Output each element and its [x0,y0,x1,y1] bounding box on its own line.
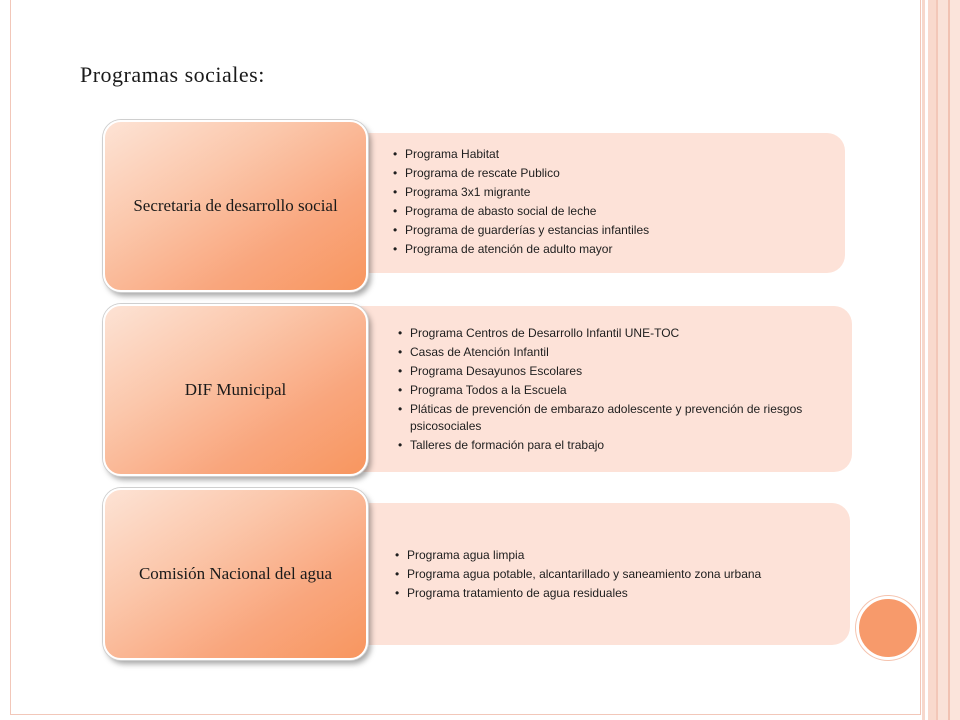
list-item: Programa Habitat [393,146,845,163]
label-conagua: Comisión Nacional del agua [103,488,368,660]
list-item: Talleres de formación para el trabajo [398,437,812,454]
list-item: Programa de abasto social de leche [393,203,845,220]
panel-conagua: Programa agua limpia Programa agua potab… [330,503,850,645]
list-item: Programa Todos a la Escuela [398,382,812,399]
decorative-stripes [922,0,960,720]
accent-circle [856,596,920,660]
list-item: Programa de atención de adulto mayor [393,241,845,258]
list-item: Programa agua limpia [395,547,850,564]
panel-dif: Programa Centros de Desarrollo Infantil … [330,306,852,472]
list-item: Programa tratamiento de agua residuales [395,585,850,602]
list-item: Programa 3x1 migrante [393,184,845,201]
list-item: Programa agua potable, alcantarillado y … [395,566,850,583]
page-title: Programas sociales: [80,62,265,87]
list-item: Casas de Atención Infantil [398,344,812,361]
program-list-conagua: Programa agua limpia Programa agua potab… [330,503,850,602]
program-list-sedesol: Programa Habitat Programa de rescate Pub… [330,133,845,258]
panel-sedesol: Programa Habitat Programa de rescate Pub… [330,133,845,273]
list-item: Pláticas de prevención de embarazo adole… [398,401,812,435]
program-list-dif: Programa Centros de Desarrollo Infantil … [330,306,852,454]
list-item: Programa Desayunos Escolares [398,363,812,380]
list-item: Programa de guarderías y estancias infan… [393,222,845,239]
label-dif: DIF Municipal [103,304,368,476]
label-sedesol: Secretaria de desarrollo social [103,120,368,292]
list-item: Programa de rescate Publico [393,165,845,182]
list-item: Programa Centros de Desarrollo Infantil … [398,325,812,342]
